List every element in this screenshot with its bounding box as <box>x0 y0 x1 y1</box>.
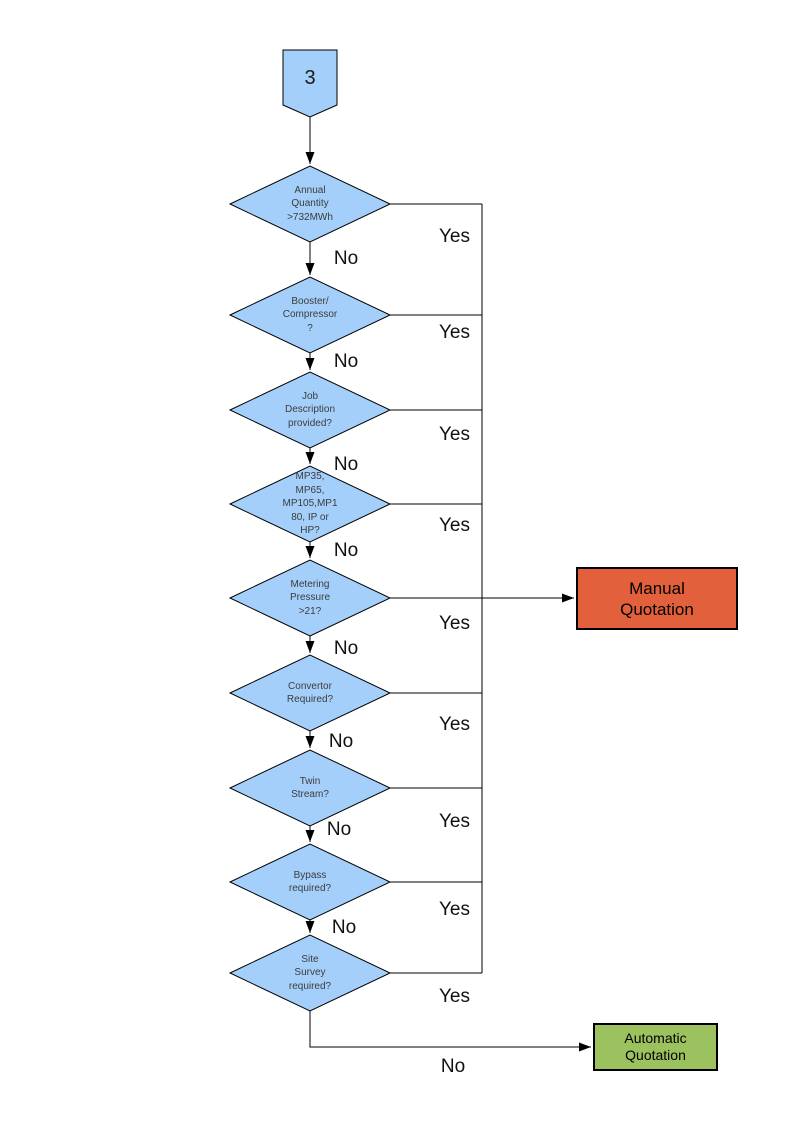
no-label-twin-stream: No <box>326 819 352 840</box>
manual-quotation-box <box>576 567 738 630</box>
decision-label-convertor-required: Convertor Required? <box>286 680 334 706</box>
no-label-annual-quantity: No <box>333 248 359 269</box>
no-label-job-description: No <box>333 454 359 475</box>
no-label-site-survey: No <box>440 1056 466 1077</box>
decision-label-bypass-required: Bypass required? <box>288 869 332 895</box>
no-label-bypass-required: No <box>331 917 357 938</box>
decision-label-site-survey: Site Survey required? <box>288 953 332 992</box>
no-label-mp-range: No <box>333 540 359 561</box>
yes-label-mp-range: Yes <box>439 515 470 536</box>
no-label-metering-pressure: No <box>333 638 359 659</box>
edge-no-site-survey-to-automatic <box>309 1011 591 1052</box>
yes-label-metering-pressure: Yes <box>439 613 470 634</box>
decision-label-annual-quantity: Annual Quantity >732MWh <box>287 184 333 223</box>
start-connector-label: 3 <box>304 66 316 89</box>
decision-label-twin-stream: Twin Stream? <box>291 775 329 801</box>
automatic-quotation-box <box>593 1023 718 1071</box>
decision-label-metering-pressure: Metering Pressure >21? <box>289 578 330 617</box>
yes-label-convertor-required: Yes <box>439 714 470 735</box>
yes-label-twin-stream: Yes <box>439 811 470 832</box>
yes-label-booster-compressor: Yes <box>439 322 470 343</box>
yes-label-annual-quantity: Yes <box>439 226 470 247</box>
start-connector-shape <box>282 49 338 118</box>
yes-label-job-description: Yes <box>439 424 470 445</box>
manual-quotation-label: Manual Quotation <box>620 578 694 619</box>
yes-label-site-survey: Yes <box>439 986 470 1007</box>
automatic-quotation-label: Automatic Quotation <box>624 1030 687 1063</box>
decision-label-mp-range: MP35, MP65, MP105,MP1 80, IP or HP? <box>282 471 338 537</box>
decision-label-booster-compressor: Booster/ Compressor ? <box>282 295 338 334</box>
no-label-convertor-required: No <box>328 731 354 752</box>
yes-label-bypass-required: Yes <box>439 899 470 920</box>
decision-label-job-description: Job Description provided? <box>284 390 336 429</box>
no-label-booster-compressor: No <box>333 351 359 372</box>
